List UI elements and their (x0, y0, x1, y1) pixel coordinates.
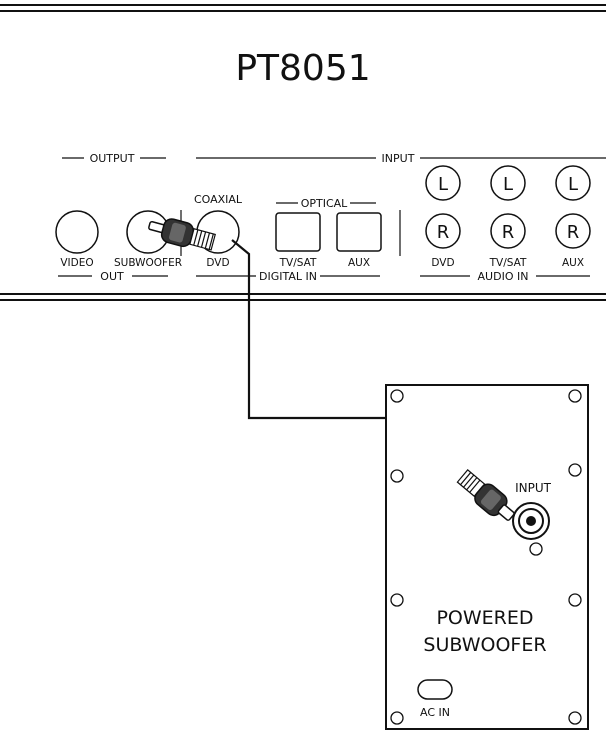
optical-tvsat-port (275, 212, 321, 252)
subwoofer-label: SUBWOOFER (114, 257, 182, 269)
audio-left-jacks (425, 165, 591, 201)
audio-dvd-label: DVD (431, 257, 454, 269)
optical-label: OPTICAL (301, 197, 348, 210)
ac-in-label: AC IN (420, 706, 450, 719)
coaxial-label: COAXIAL (194, 193, 243, 206)
audio-dvd-left-letter: L (438, 174, 448, 195)
audio-aux-left-letter: L (568, 174, 578, 195)
audio-in-group-label: AUDIO IN (478, 270, 529, 283)
audio-right-jacks (425, 213, 591, 249)
group-headers (62, 157, 606, 204)
ac-in-socket (417, 679, 453, 700)
audio-aux-right-jack (555, 213, 591, 249)
digital-in-group-label: DIGITAL IN (259, 270, 317, 283)
rca-plug-bottom (456, 469, 515, 521)
page-title: PT8051 (235, 48, 370, 89)
audio-aux-label: AUX (562, 257, 584, 269)
audio-tvsat-label: TV/SAT (489, 257, 527, 269)
subwoofer-screws (390, 389, 582, 725)
audio-tvsat-left-letter: L (503, 174, 513, 195)
rca-plug-top (148, 218, 216, 251)
video-jack (55, 210, 99, 254)
subwoofer-unit (385, 384, 589, 730)
video-label: VIDEO (60, 257, 93, 269)
input-group-label: INPUT (382, 152, 415, 165)
optical-tvsat-label: TV/SAT (279, 257, 317, 269)
optical-aux-label: AUX (348, 257, 370, 269)
top-rule (0, 4, 606, 12)
audio-dvd-right-letter: R (437, 222, 450, 243)
sub-input-jack (512, 502, 550, 540)
audio-tvsat-left-jack (490, 165, 526, 201)
audio-tvsat-right-jack (490, 213, 526, 249)
coaxial-dvd-label: DVD (206, 257, 229, 269)
audio-dvd-left-jack (425, 165, 461, 201)
audio-aux-left-jack (555, 165, 591, 201)
output-group-label: OUTPUT (90, 152, 135, 165)
sub-input-label: INPUT (515, 481, 552, 495)
sub-name-line1: POWERED (436, 607, 533, 629)
panel-bottom-rule (0, 293, 606, 301)
audio-dvd-right-jack (425, 213, 461, 249)
audio-tvsat-right-letter: R (502, 222, 515, 243)
audio-aux-right-letter: R (567, 222, 580, 243)
out-group-label: OUT (100, 270, 124, 283)
optical-aux-port (336, 212, 382, 252)
sub-name-line2: SUBWOOFER (423, 634, 546, 656)
